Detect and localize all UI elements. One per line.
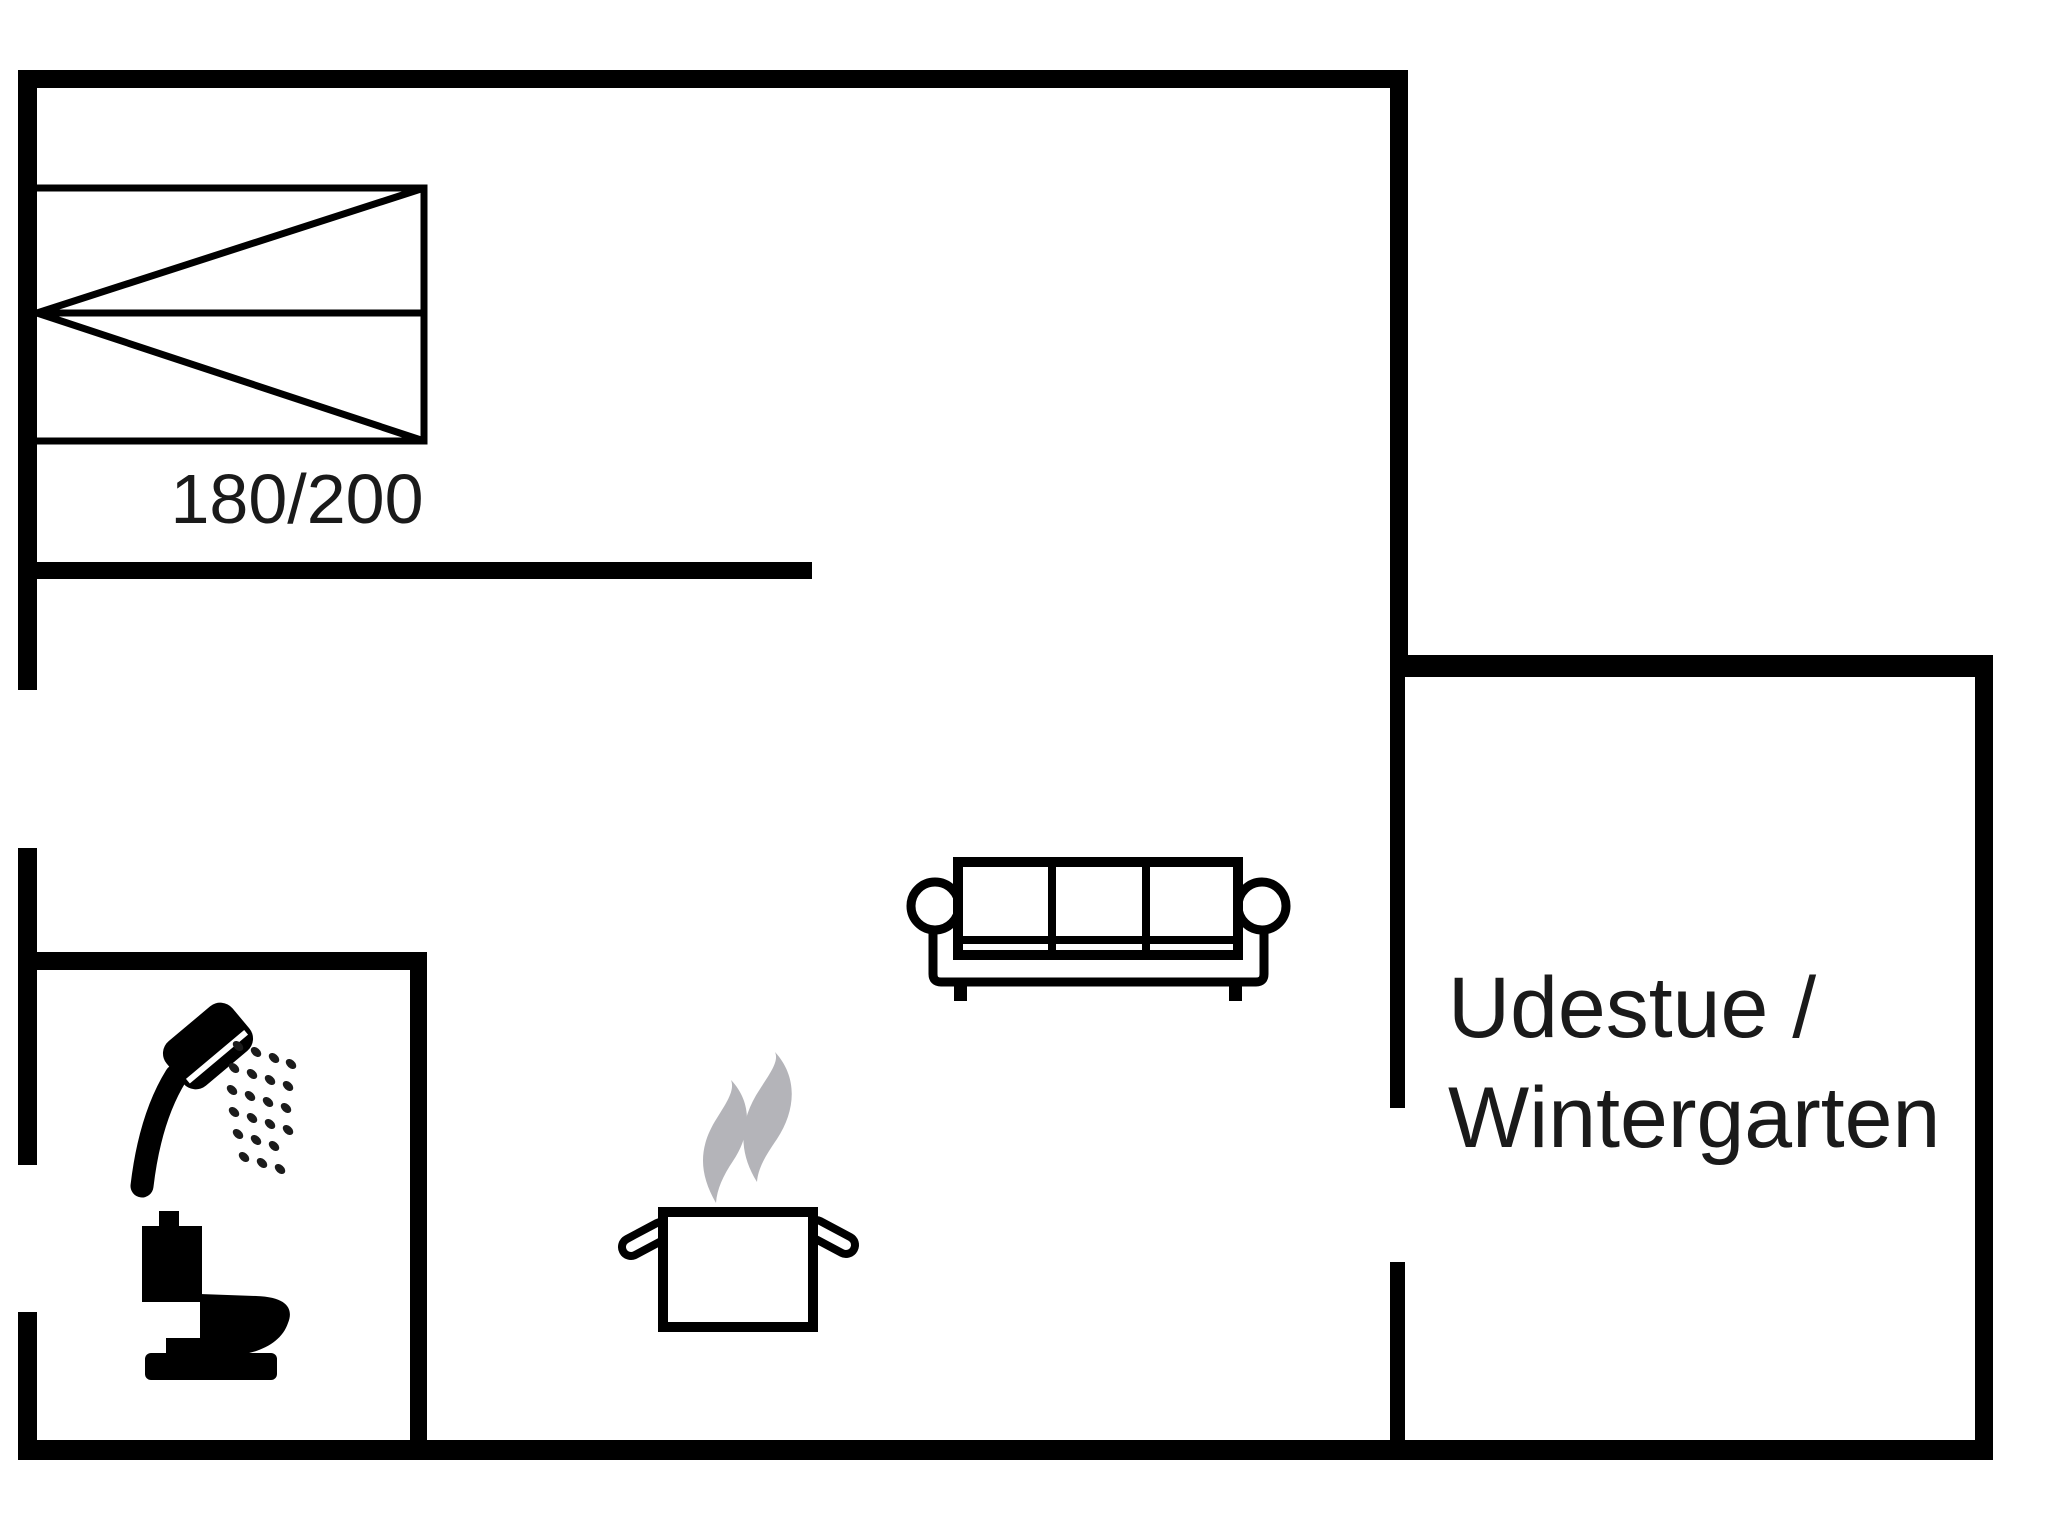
room-label: Udestue / Wintergarten [1448, 960, 1940, 1166]
sofa-armrest-right [1233, 877, 1291, 935]
shower-spray-dots [226, 1041, 297, 1174]
sofa-armrest-left [906, 877, 964, 935]
wall-udestue-left-lower [1390, 1262, 1405, 1440]
wall-udestue-left-upper [1390, 677, 1405, 1108]
pot-body [658, 1207, 818, 1332]
wall-top [18, 70, 1408, 88]
wall-bathroom-right [410, 952, 427, 1460]
sofa-leg-right [1229, 984, 1242, 1001]
wall-left-lower [18, 1312, 37, 1460]
room-label-line1: Udestue / [1448, 960, 1816, 1056]
shower-head [162, 1002, 254, 1090]
steam-wisp-right [743, 1052, 792, 1182]
sofa-icon [906, 857, 1291, 1001]
cooking-pot-icon [617, 1052, 860, 1332]
wall-left-middle [18, 848, 37, 1165]
steam-wisp-left [702, 1080, 747, 1203]
walls [18, 70, 1993, 1460]
room-label-line2: Wintergarten [1448, 1070, 1940, 1166]
sofa-seat-front [928, 926, 1269, 987]
toilet-base [145, 1353, 277, 1380]
shower-hose [130, 1064, 188, 1198]
double-bed-icon [35, 184, 428, 445]
wall-bottom [18, 1440, 1993, 1460]
toilet-icon [142, 1211, 290, 1380]
sofa-leg-left [954, 984, 967, 1001]
wall-bathroom-top [37, 952, 427, 970]
wall-bedroom-divider [37, 562, 812, 579]
shower-head-faceplate-line [185, 1030, 249, 1084]
toilet-tank [142, 1226, 202, 1302]
bed-diagonal-down [35, 309, 426, 445]
toilet-stem [166, 1338, 244, 1356]
shower-icon [130, 1002, 297, 1198]
wall-udestue-top [1390, 655, 1993, 677]
bed-diagonal-up [35, 184, 426, 317]
wall-udestue-right [1975, 655, 1993, 1460]
bed-size-label: 180/200 [170, 460, 423, 538]
steam-icon [702, 1052, 792, 1203]
wall-left-upper [18, 70, 37, 690]
wall-right-main [1390, 70, 1408, 677]
